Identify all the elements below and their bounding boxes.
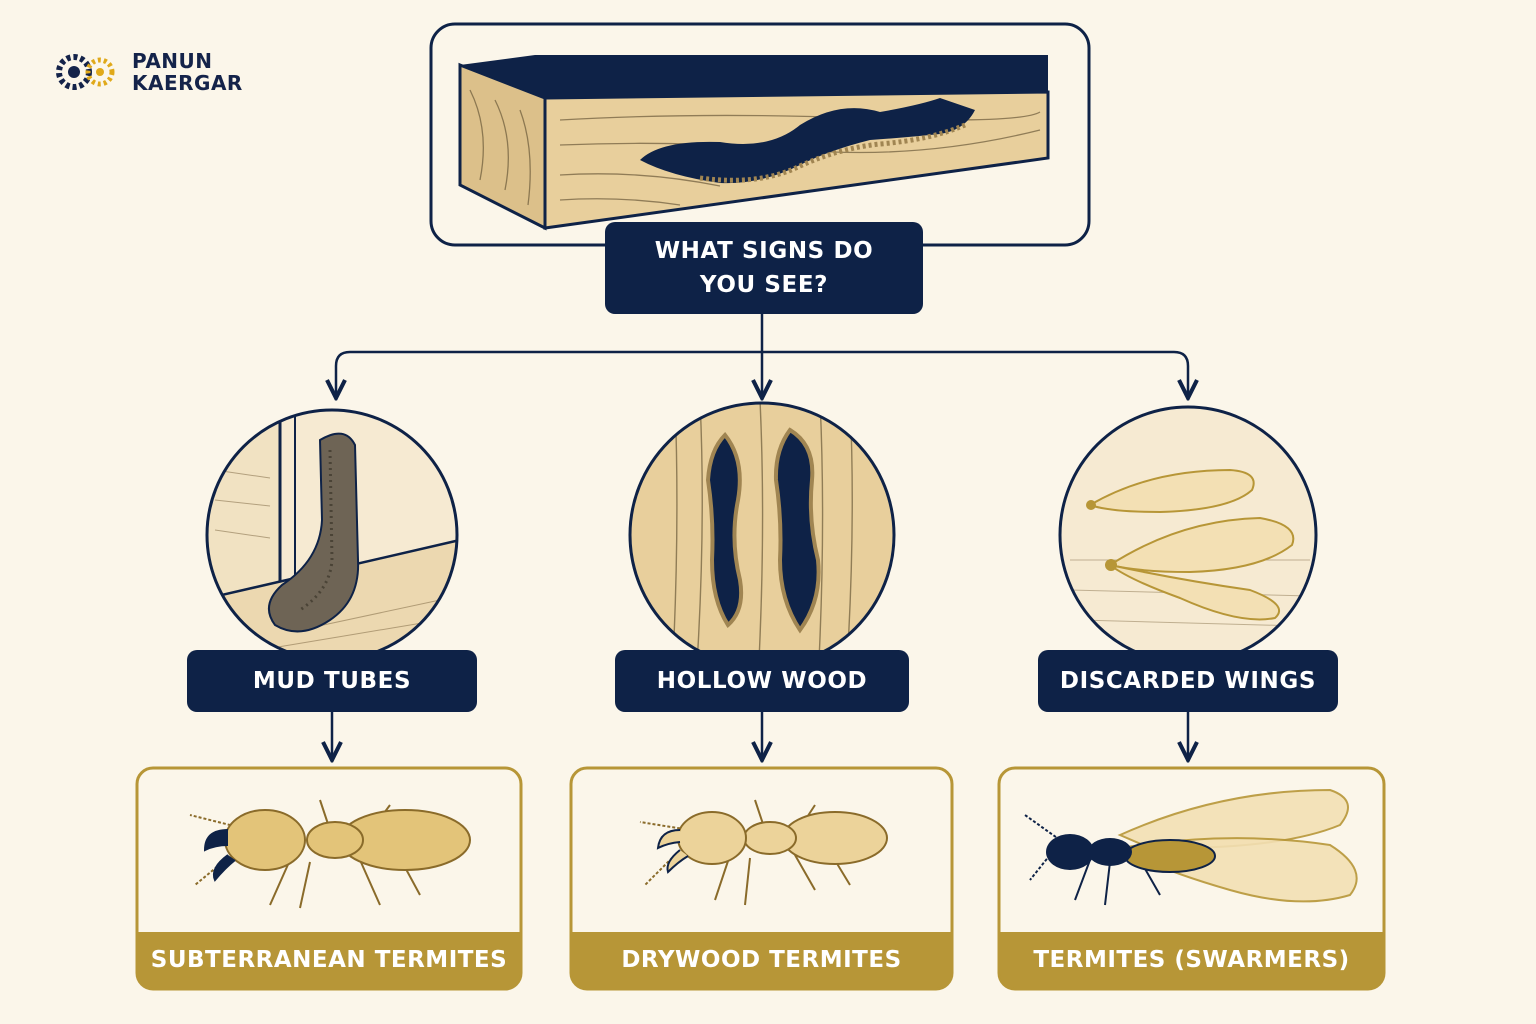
result-label-drywood: DRYWOOD TERMITES — [572, 932, 951, 988]
connector-lines — [332, 314, 1188, 760]
subterranean-termite-icon — [189, 799, 471, 909]
drywood-termite-icon — [639, 799, 888, 906]
hollow-wood-icon — [628, 401, 896, 669]
brand-logo: PANUN KAERGAR — [54, 50, 243, 94]
sign-label-mud-tubes: MUD TUBES — [187, 650, 477, 712]
swarmer-termite-icon — [1024, 788, 1358, 906]
gear-logo-icon — [56, 54, 115, 90]
brand-name-line1: PANUN — [132, 49, 213, 73]
sign-label-hollow-wood: HOLLOW WOOD — [615, 650, 909, 712]
brand-name-line2: KAERGAR — [132, 71, 243, 95]
question-line1: WHAT SIGNS DO — [654, 238, 874, 264]
question-box: WHAT SIGNS DO YOU SEE? — [605, 222, 923, 314]
result-label-swarmers: TERMITES (SWARMERS) — [1000, 932, 1383, 988]
sign-label-discarded-wings: DISCARDED WINGS — [1038, 650, 1338, 712]
damaged-wood-beam-icon — [458, 55, 1050, 231]
result-label-subterranean: SUBTERRANEAN TERMITES — [138, 932, 520, 988]
discarded-wings-icon — [1058, 405, 1318, 665]
question-line2: YOU SEE? — [699, 272, 829, 298]
